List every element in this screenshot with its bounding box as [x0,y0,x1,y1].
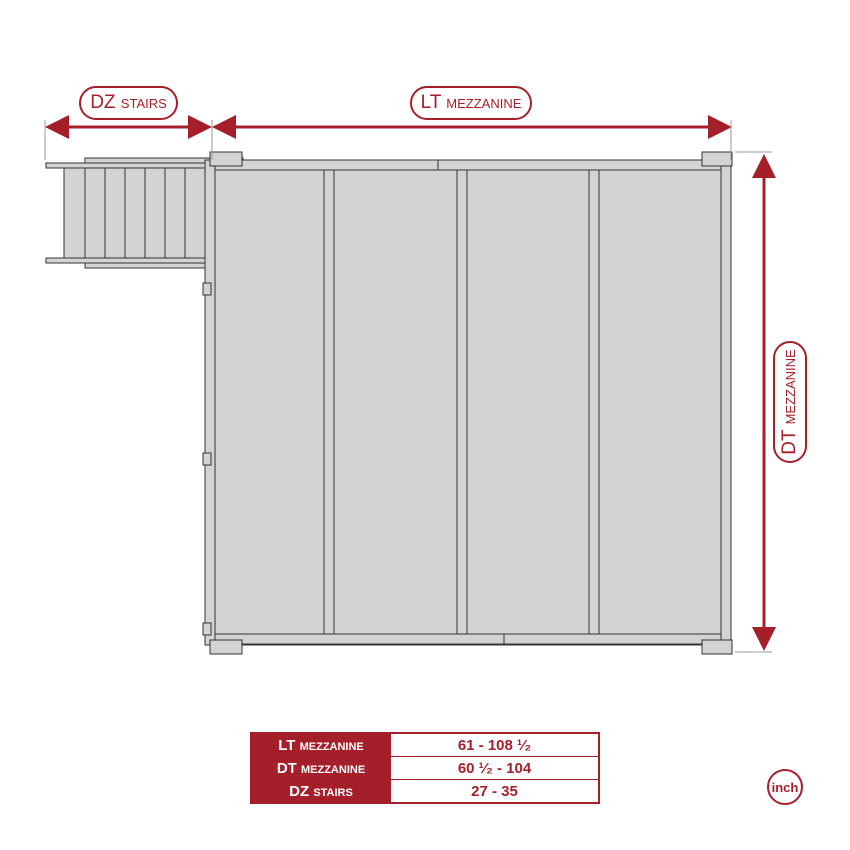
row-value: 61 - 108 ¹⁄₂ [390,732,600,757]
row-label: DZ stairs [250,779,391,804]
dt-mezzanine-label: DT mezzanine [773,341,807,463]
dz-stairs-label: DZ stairs [79,86,178,120]
row-value: 27 - 35 [390,779,600,804]
unit-badge: inch [767,769,803,805]
row-label: LT mezzanine [250,732,391,757]
row-value: 60 ¹⁄₂ - 104 [390,756,600,780]
row-label: DT mezzanine [250,756,391,780]
lt-mezzanine-label: LT mezzanine [410,86,532,120]
deck [202,151,733,655]
